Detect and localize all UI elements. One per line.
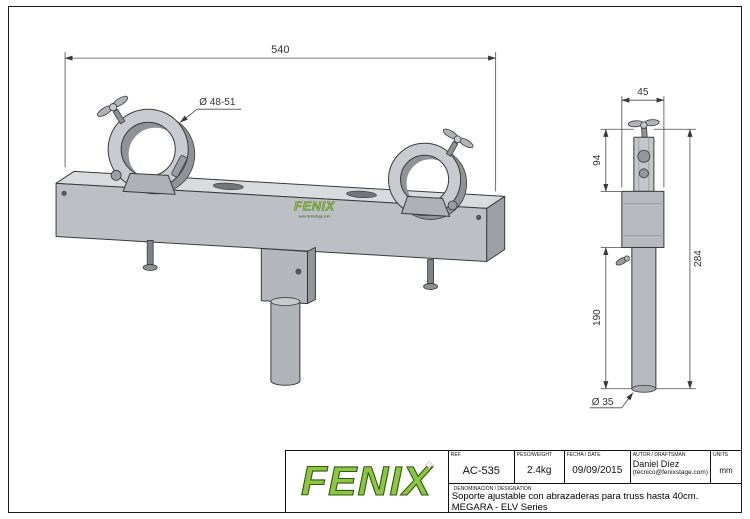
side-tube	[615, 246, 657, 393]
right-clamp	[388, 128, 474, 220]
dim-heights	[600, 128, 696, 390]
author-email: (tecnico@fenixstage.com)	[632, 469, 708, 476]
ref-label: REF.	[450, 452, 462, 458]
dim-total-height-label: 284	[693, 250, 704, 267]
support-post	[260, 246, 316, 386]
designation-label: DENOMINACIÓN / DESIGNATION	[453, 486, 532, 492]
units-value: mm	[719, 466, 733, 475]
dim-top-width	[621, 96, 665, 188]
beam-slot	[346, 190, 377, 198]
beam-hole	[476, 214, 482, 220]
front-view: 540 Ø 48-51	[55, 44, 506, 386]
wing-nut	[442, 128, 474, 157]
dim-clamp-height-label: 94	[592, 154, 603, 166]
beam-logo-url: www.fenixstage.com	[298, 214, 330, 218]
side-block	[621, 190, 665, 248]
author-cell: AUTOR / DRAFTSMAN Daniel Díez (tecnico@f…	[631, 451, 711, 483]
closure-bolt	[171, 155, 188, 178]
left-clamp	[97, 95, 196, 195]
weight-cell: PESO/WEIGHT 2.4kg	[515, 451, 565, 483]
locking-knob	[615, 255, 630, 266]
weight-label: PESO/WEIGHT	[516, 452, 553, 458]
title-block: FENIX ✦ REF. AC-535 PESO/WEIGHT 2.4kg FE…	[285, 450, 741, 512]
title-block-top-row: REF. AC-535 PESO/WEIGHT 2.4kg FECHA / DA…	[448, 451, 741, 484]
dim-tube-diameter-label: Ø 35	[592, 397, 614, 408]
beam-logo-text: FENIX	[294, 198, 336, 213]
dim-total-width-label: 540	[271, 44, 289, 56]
side-clamp	[627, 119, 660, 192]
technical-drawing: 540 Ø 48-51	[55, 44, 704, 409]
beam-logo: FENIX www.fenixstage.com	[294, 198, 336, 218]
fenix-logo: FENIX ✦	[286, 451, 449, 512]
designation-section: DENOMINACIÓN / DESIGNATION Soporte ajust…	[449, 484, 741, 512]
wing-nut	[627, 119, 660, 139]
dim-tube-diameter: Ø 35	[589, 392, 634, 409]
weight-value: 2.4kg	[527, 465, 552, 476]
dim-top-width-label: 45	[637, 87, 649, 98]
author-name: Daniel Díez	[632, 459, 680, 469]
author-label: AUTOR / DRAFTSMAN	[632, 452, 686, 458]
wing-nut	[97, 95, 129, 125]
dim-tube-height-label: 190	[592, 309, 603, 326]
dim-total-width	[64, 52, 497, 192]
hinge-bolt	[110, 169, 122, 181]
dim-clamp-diameter-label: Ø 48-51	[199, 97, 236, 108]
post-hole	[295, 268, 302, 275]
date-label: FECHA / DATE	[566, 452, 601, 458]
ref-cell: REF. AC-535	[449, 451, 515, 483]
units-label: UNITS	[713, 452, 728, 458]
dim-clamp-diameter: Ø 48-51	[179, 97, 242, 123]
date-value: 09/09/2015	[572, 465, 623, 476]
side-view: 45	[589, 87, 704, 409]
ref-value: AC-535	[462, 464, 500, 477]
star-icon: ✦	[423, 458, 435, 473]
title-block-fields: REF. AC-535 PESO/WEIGHT 2.4kg FECHA / DA…	[448, 451, 741, 512]
hinge-bolt	[447, 200, 458, 211]
fenix-logo-text: FENIX	[301, 458, 433, 505]
date-cell: FECHA / DATE 09/09/2015	[565, 451, 631, 483]
beam-slot	[213, 182, 244, 190]
sheet-border: 540 Ø 48-51	[8, 6, 742, 513]
clamp-bolts	[142, 240, 438, 290]
beam-hole	[61, 190, 67, 196]
units-cell: UNITS mm	[711, 451, 741, 483]
designation-text: Soporte ajustable con abrazaderas para t…	[451, 491, 699, 512]
